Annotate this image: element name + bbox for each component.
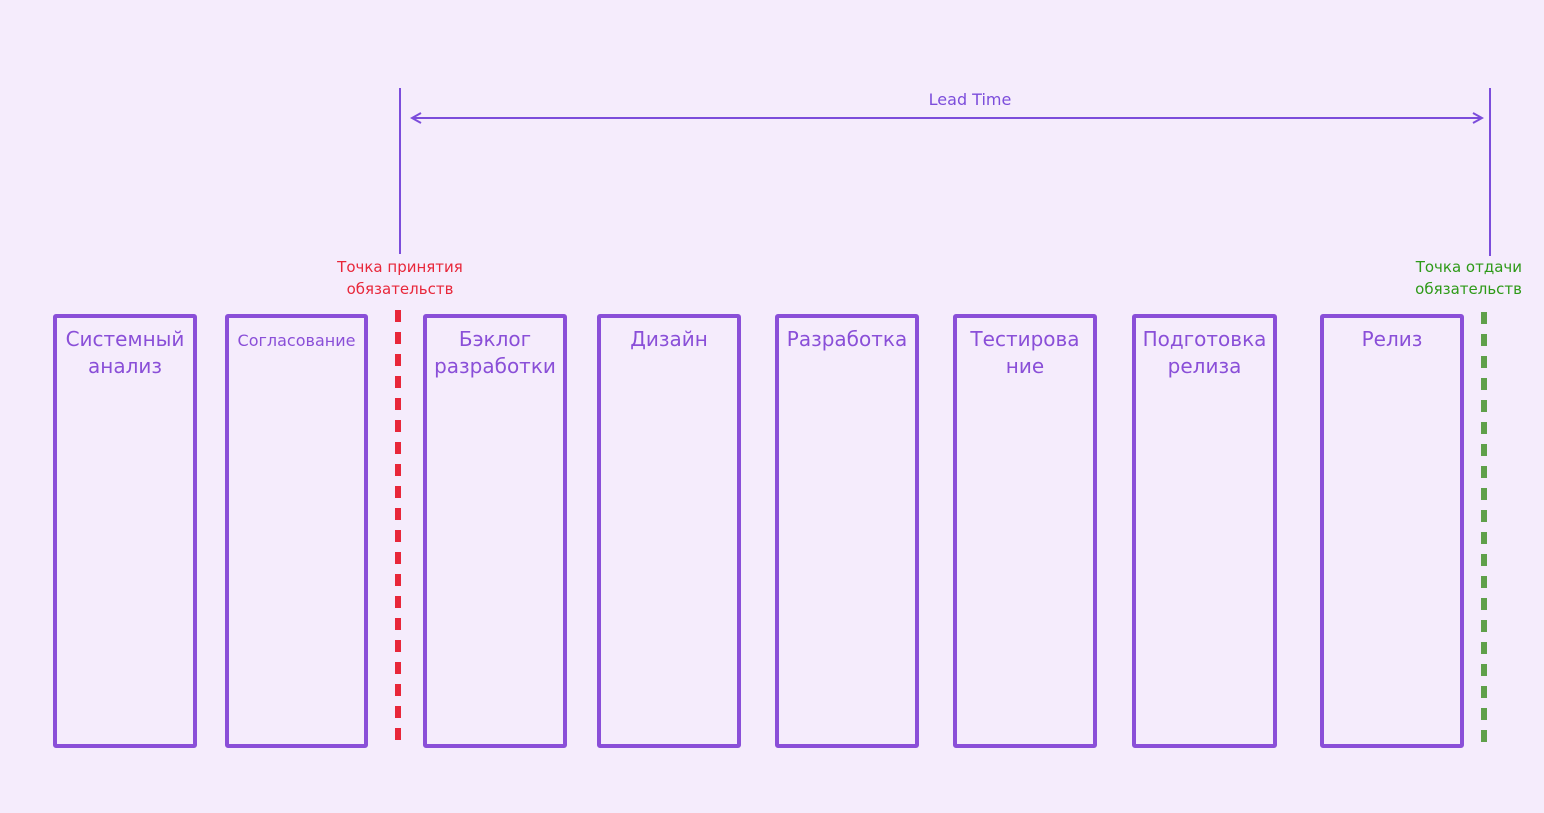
commitment-point-line1: Точка принятия [337, 258, 463, 276]
commitment-point-line2: обязательств [346, 280, 454, 298]
column-design: Дизайн [597, 314, 741, 748]
delivery-point-line2: обязательств [1415, 280, 1522, 298]
column-title: Бэклог разработки [434, 327, 556, 378]
column-release-prep: Подготовка релиза [1132, 314, 1277, 748]
delivery-point-label: Точка отдачи обязательств [1342, 256, 1522, 300]
column-title: Согласование [237, 331, 356, 350]
column-system-analysis: Системный анализ [53, 314, 197, 748]
column-title: Системный анализ [65, 327, 185, 378]
column-title: Тестирова ние [970, 327, 1080, 378]
column-title: Дизайн [630, 327, 708, 351]
commitment-point-label: Точка принятия обязательств [300, 256, 500, 300]
column-release: Релиз [1320, 314, 1464, 748]
column-testing: Тестирова ние [953, 314, 1097, 748]
column-title: Разработка [786, 327, 908, 351]
column-approval: Согласование [225, 314, 368, 748]
lead-time-label: Lead Time [928, 90, 1012, 109]
column-development: Разработка [775, 314, 919, 748]
column-title: Релиз [1361, 327, 1423, 351]
delivery-point-line1: Точка отдачи [1415, 258, 1522, 276]
column-title: Подготовка релиза [1142, 327, 1267, 378]
column-dev-backlog: Бэклог разработки [423, 314, 567, 748]
